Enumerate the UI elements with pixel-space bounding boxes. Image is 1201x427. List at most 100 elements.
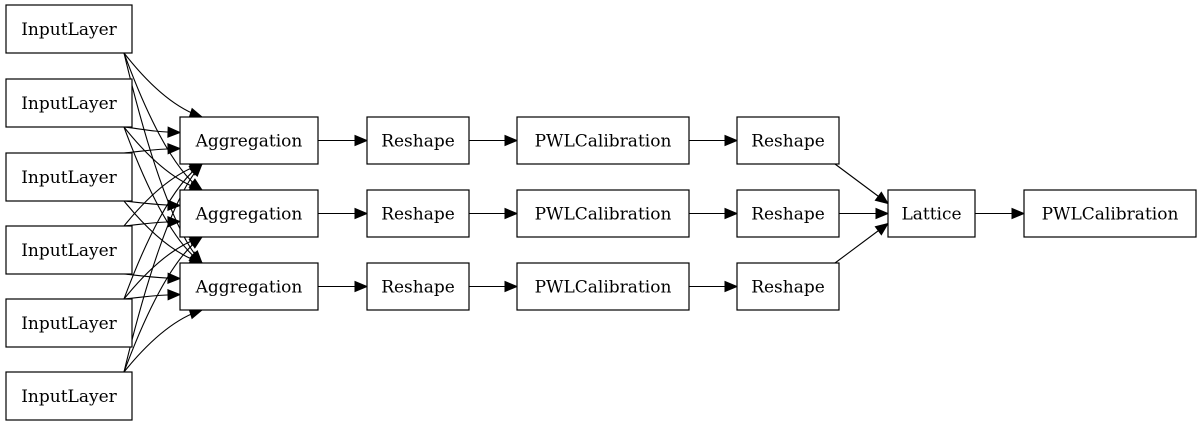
edge-in1-to-agg1	[123, 52, 204, 119]
arrowhead	[167, 143, 182, 155]
arrowhead	[874, 222, 890, 236]
node-box	[516, 189, 690, 238]
node-in2: InputLayer	[5, 78, 133, 128]
node-box	[5, 371, 133, 421]
edge-pwl3-to-resh6	[689, 280, 739, 293]
node-box	[5, 152, 133, 202]
arrowhead	[724, 207, 739, 220]
node-box	[5, 4, 133, 54]
arrowhead	[354, 134, 369, 147]
edge-line	[123, 163, 203, 300]
node-box	[366, 189, 470, 238]
node-label: InputLayer	[21, 20, 117, 40]
arrowhead	[724, 280, 739, 293]
arrowhead	[167, 199, 182, 211]
edge-pwl2-to-resh5	[689, 207, 739, 220]
edge-resh2-to-pwl2	[469, 207, 519, 220]
nodes-layer: InputLayerInputLayerInputLayerInputLayer…	[5, 4, 1197, 421]
arrowhead	[874, 191, 890, 205]
arrowhead	[875, 207, 890, 220]
edge-agg1-to-resh1	[318, 134, 369, 147]
node-label: InputLayer	[21, 314, 117, 334]
edge-resh1-to-pwl1	[469, 134, 519, 147]
edge-resh5-to-lattice	[839, 207, 890, 220]
edge-lattice-to-pwl_out	[975, 207, 1026, 220]
arrowhead	[354, 207, 369, 220]
node-label: PWLCalibration	[1042, 205, 1179, 225]
edge-resh6-to-lattice	[834, 222, 890, 264]
arrowhead	[1011, 207, 1026, 220]
node-agg3: Aggregation	[179, 262, 319, 311]
node-label: PWLCalibration	[535, 205, 672, 225]
node-box	[1023, 189, 1197, 238]
node-in3: InputLayer	[5, 152, 133, 202]
edge-in4-to-agg2	[123, 216, 182, 228]
node-label: InputLayer	[21, 94, 117, 114]
node-label: Reshape	[381, 205, 455, 225]
node-label: PWLCalibration	[535, 278, 672, 298]
edge-agg3-to-resh3	[318, 280, 369, 293]
node-pwl_out: PWLCalibration	[1023, 189, 1197, 238]
node-in4: InputLayer	[5, 225, 133, 275]
arrowhead	[189, 163, 203, 177]
arrowhead	[167, 216, 182, 228]
node-box	[887, 189, 976, 238]
node-label: Aggregation	[195, 132, 303, 152]
node-box	[516, 262, 690, 311]
node-label: Reshape	[751, 278, 825, 298]
node-resh4: Reshape	[736, 116, 840, 165]
node-label: Reshape	[751, 132, 825, 152]
node-box	[5, 78, 133, 128]
node-resh2: Reshape	[366, 189, 470, 238]
edge-resh3-to-pwl3	[469, 280, 519, 293]
edge-resh4-to-lattice	[834, 163, 890, 205]
node-box	[179, 116, 319, 165]
node-label: Reshape	[381, 132, 455, 152]
node-label: PWLCalibration	[535, 132, 672, 152]
node-label: Reshape	[751, 205, 825, 225]
node-resh1: Reshape	[366, 116, 470, 165]
node-resh6: Reshape	[736, 262, 840, 311]
edge-in6-to-agg3	[123, 308, 204, 373]
node-in1: InputLayer	[5, 4, 133, 54]
arrowhead	[504, 280, 519, 293]
node-box	[366, 116, 470, 165]
node-box	[5, 298, 133, 348]
arrowhead	[167, 289, 182, 301]
node-box	[736, 262, 840, 311]
node-resh3: Reshape	[366, 262, 470, 311]
node-box	[5, 225, 133, 275]
node-label: Reshape	[381, 278, 455, 298]
edge-in5-to-agg3	[123, 289, 182, 301]
edge-in3-to-agg2	[123, 199, 182, 211]
arrowhead	[354, 280, 369, 293]
node-pwl3: PWLCalibration	[516, 262, 690, 311]
node-label: Aggregation	[195, 278, 303, 298]
node-label: InputLayer	[21, 387, 117, 407]
arrowhead	[504, 134, 519, 147]
node-box	[736, 116, 840, 165]
edge-line	[123, 236, 203, 373]
arrowhead	[188, 236, 204, 249]
node-box	[516, 116, 690, 165]
edges-layer	[123, 52, 1026, 373]
node-in5: InputLayer	[5, 298, 133, 348]
node-box	[179, 262, 319, 311]
node-label: InputLayer	[21, 241, 117, 261]
arrowhead	[504, 207, 519, 220]
node-label: Lattice	[901, 205, 961, 225]
edge-in2-to-agg1	[123, 126, 182, 138]
node-box	[366, 262, 470, 311]
edge-pwl1-to-resh4	[689, 134, 739, 147]
node-in6: InputLayer	[5, 371, 133, 421]
edge-line	[123, 52, 203, 118]
node-pwl1: PWLCalibration	[516, 116, 690, 165]
node-box	[736, 189, 840, 238]
node-agg1: Aggregation	[179, 116, 319, 165]
node-resh5: Reshape	[736, 189, 840, 238]
node-label: InputLayer	[21, 168, 117, 188]
arrowhead	[724, 134, 739, 147]
edge-in6-to-agg2	[123, 236, 204, 373]
edge-agg2-to-resh2	[318, 207, 369, 220]
